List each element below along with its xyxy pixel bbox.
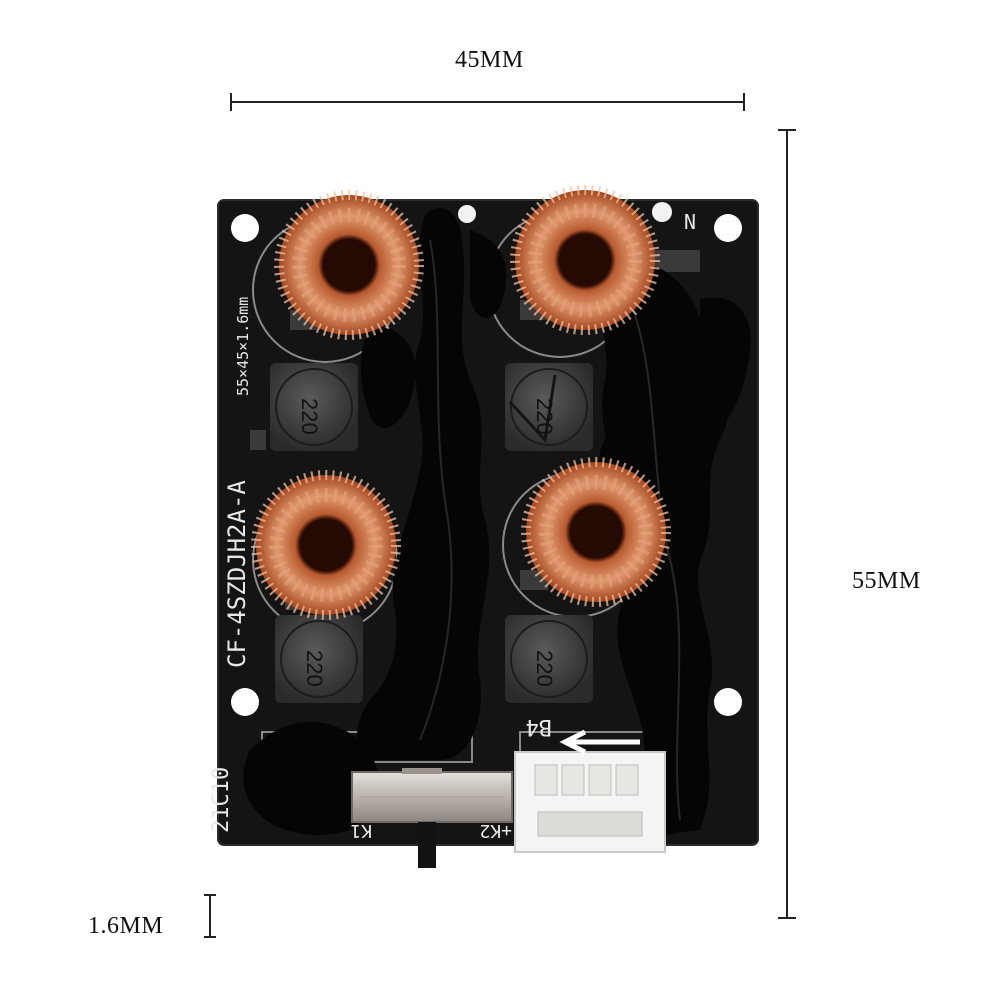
mounting-hole xyxy=(231,214,259,242)
toroid-coil xyxy=(521,457,671,607)
smd-inductor xyxy=(270,363,358,451)
board-model-text: CF-4SZDJH2A-A xyxy=(223,480,251,668)
board-size-text: 55×45×1.6mm xyxy=(234,297,252,396)
toroid-coil xyxy=(510,185,660,335)
width-dimension-label: 45MM xyxy=(455,47,524,73)
toroid-coil xyxy=(251,470,401,620)
board-date-text: 21C10 xyxy=(209,767,234,833)
smd-inductor xyxy=(275,615,363,703)
slide-switch xyxy=(351,768,513,868)
inductor-marking: 220 xyxy=(532,398,557,435)
mounting-hole xyxy=(231,688,259,716)
smd-inductor xyxy=(505,615,593,703)
smd-inductor xyxy=(505,363,593,451)
toroid-coil xyxy=(274,190,424,340)
mounting-hole xyxy=(714,688,742,716)
thickness-dimension-label: 1.6MM xyxy=(88,913,164,939)
width-dimension-line xyxy=(230,93,745,111)
height-dimension-line xyxy=(778,129,796,919)
label-k2: +K2 xyxy=(479,820,512,841)
inductor-marking: 220 xyxy=(297,398,322,435)
inductor-marking: 220 xyxy=(302,650,327,687)
label-n: N xyxy=(684,209,696,233)
height-dimension-label: 55MM xyxy=(852,568,921,594)
label-b4: B4 xyxy=(526,714,553,739)
wire-connector xyxy=(514,729,666,853)
thickness-dimension-line xyxy=(204,894,216,938)
inductor-marking: 220 xyxy=(532,650,557,687)
label-k1: K1 xyxy=(350,820,372,841)
mounting-hole xyxy=(714,214,742,242)
